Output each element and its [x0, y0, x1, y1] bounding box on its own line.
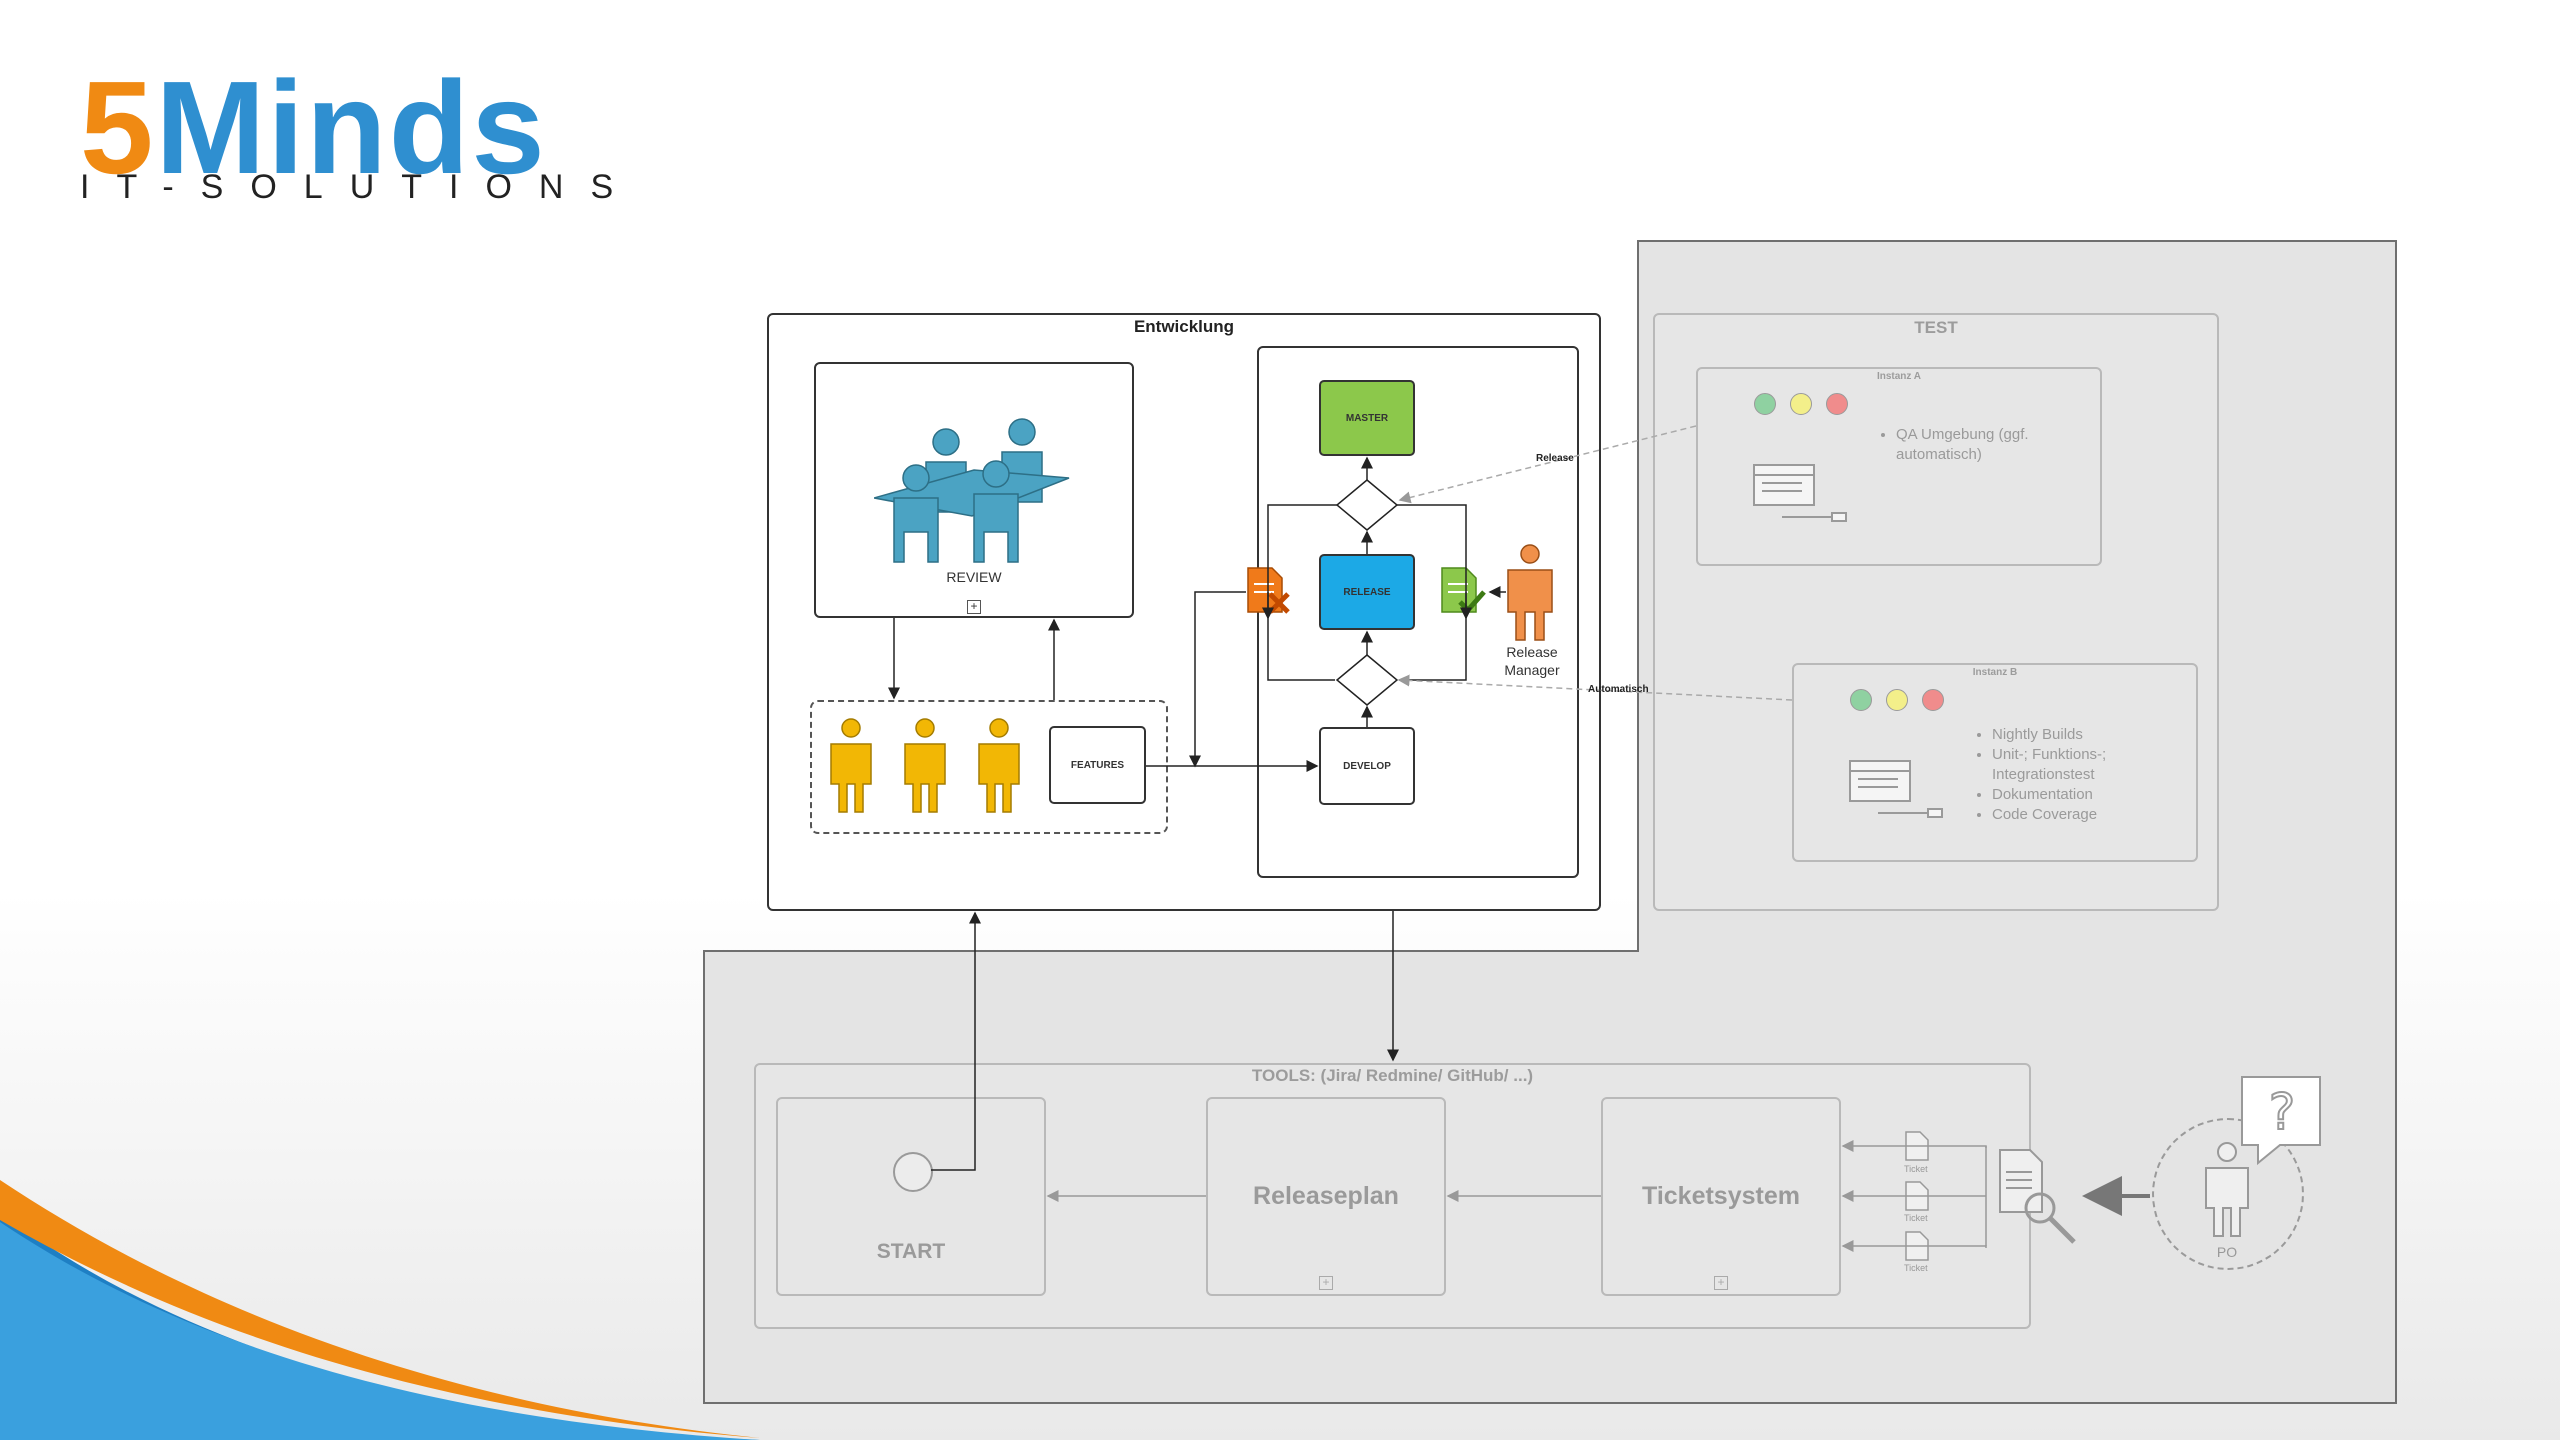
start-event-icon — [893, 1152, 933, 1192]
po-dashed-circle — [2152, 1118, 2304, 1270]
release-node[interactable]: RELEASE — [1319, 554, 1415, 630]
start-label: START — [876, 1239, 946, 1263]
search-document-icon — [1999, 1149, 2076, 1244]
reject-document-icon — [1247, 567, 1290, 614]
instance-b-title: Instanz B — [1972, 667, 2018, 678]
instance-a: Instanz A QA Umgebung (ggf. automatisch) — [1696, 367, 2102, 566]
edge-label-automatisch: Automatisch — [1588, 684, 1649, 695]
entwicklung-title: Entwicklung — [1133, 317, 1235, 336]
instance-b: Instanz B Nightly Builds Unit-; Funktion… — [1792, 663, 2198, 862]
question-bubble-icon: ? — [2241, 1076, 2321, 1166]
status-dot-yellow — [1886, 689, 1908, 711]
team-meeting-icon — [874, 418, 1070, 563]
status-dot-red — [1922, 689, 1944, 711]
start-process[interactable]: START — [776, 1097, 1046, 1296]
developer-figures — [830, 718, 1020, 813]
server-icon — [1849, 760, 1943, 818]
instance-a-title: Instanz A — [1876, 371, 1922, 382]
po-label: PO — [2216, 1244, 2238, 1260]
instance-a-notes: QA Umgebung (ggf. automatisch) — [1874, 425, 2074, 465]
ticket-label: Ticket — [1904, 1213, 1928, 1223]
releaseplan-process[interactable]: Releaseplan — [1206, 1097, 1446, 1296]
test-title: TEST — [1914, 318, 1958, 337]
master-node[interactable]: MASTER — [1319, 380, 1415, 456]
status-dot-red — [1826, 393, 1848, 415]
develop-node[interactable]: DEVELOP — [1319, 727, 1415, 805]
tools-title: TOOLS: (Jira/ Redmine/ GitHub/ ...) — [1251, 1066, 1534, 1085]
instance-b-item: Unit-; Funktions-; Integrationstest — [1992, 745, 2170, 785]
po-figure-icon — [2205, 1142, 2249, 1237]
release-manager-label: Release Manager — [1504, 644, 1560, 678]
expand-icon[interactable]: + — [967, 600, 981, 614]
server-icon — [1753, 464, 1847, 522]
releaseplan-label: Releaseplan — [1253, 1182, 1399, 1210]
svg-text:?: ? — [2269, 1083, 2296, 1141]
ticket-label: Ticket — [1904, 1164, 1928, 1174]
instance-a-item: QA Umgebung (ggf. automatisch) — [1896, 425, 2074, 465]
review-box[interactable]: REVIEW + — [814, 362, 1134, 618]
logo-minds: Minds — [155, 54, 547, 201]
status-dot-yellow — [1790, 393, 1812, 415]
logo-five: 5 — [80, 54, 156, 201]
ticketsystem-process[interactable]: Ticketsystem — [1601, 1097, 1841, 1296]
edge-label-release: Release — [1536, 453, 1574, 464]
instance-b-item: Nightly Builds — [1992, 725, 2170, 745]
instance-b-item: Dokumentation — [1992, 785, 2170, 805]
ticket-label: Ticket — [1904, 1263, 1928, 1273]
expand-icon[interactable]: + — [1714, 1276, 1728, 1290]
instance-b-notes: Nightly Builds Unit-; Funktions-; Integr… — [1970, 725, 2170, 825]
logo-tagline: IT-SOLUTIONS — [80, 168, 641, 206]
team-group — [810, 700, 1168, 834]
review-label: REVIEW — [946, 569, 1002, 585]
swoosh-decoration — [0, 1180, 760, 1440]
features-node[interactable]: FEATURES — [1049, 726, 1146, 804]
logo-wordmark: 5Minds — [80, 62, 547, 194]
release-manager-icon — [1507, 544, 1553, 641]
instance-b-item: Code Coverage — [1992, 805, 2170, 825]
panel-cover — [1639, 948, 2395, 954]
status-dot-green — [1754, 393, 1776, 415]
expand-icon[interactable]: + — [1319, 1276, 1333, 1290]
status-dot-green — [1850, 689, 1872, 711]
ticketsystem-label: Ticketsystem — [1642, 1182, 1800, 1210]
